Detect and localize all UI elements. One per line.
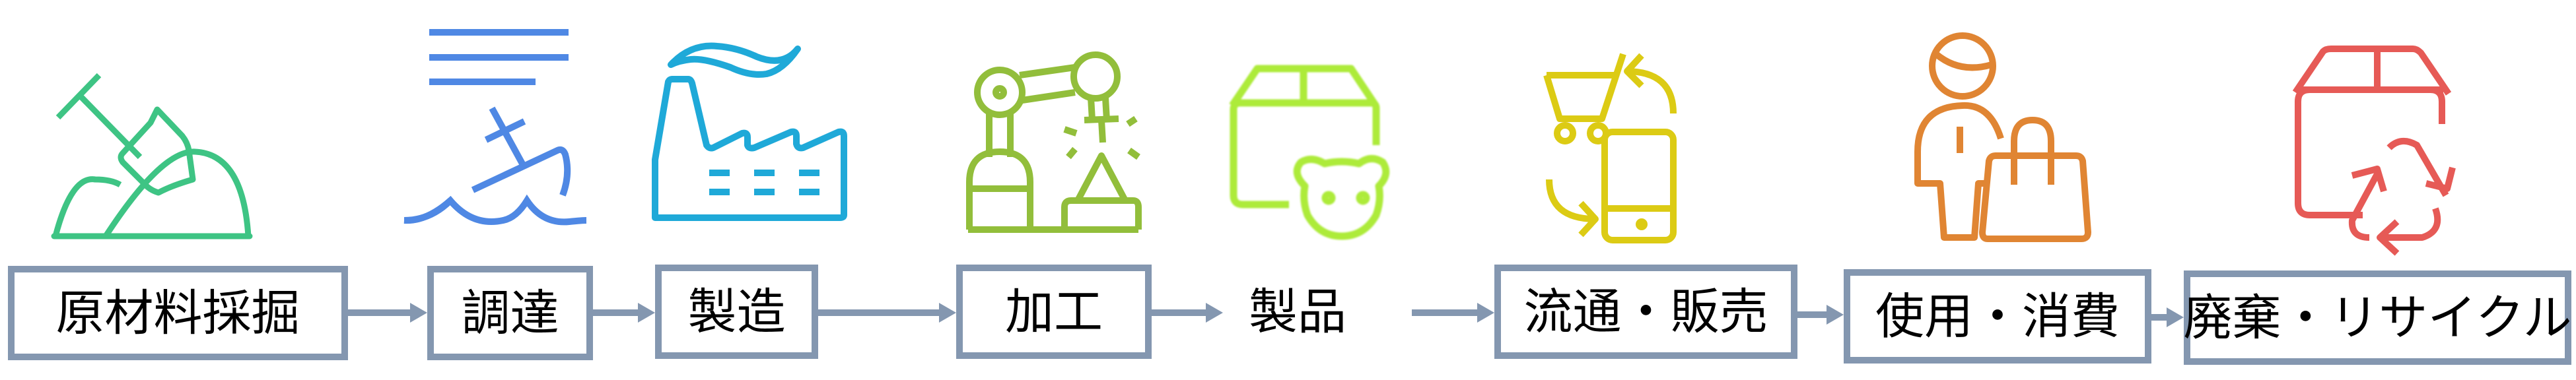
stage-processing-label: 加工 [1005,283,1103,340]
stage-distribution-box: 流通・販売 [1494,265,1797,359]
factory-icon [651,42,849,221]
stage-distribution-label: 流通・販売 [1523,283,1768,340]
ship-icon [403,29,596,227]
box-recycle-icon [2292,46,2503,256]
flow-arrow-6 [1797,305,1844,325]
stage-consumption-box: 使用・消費 [1844,269,2151,364]
flow-arrow-3 [818,303,956,323]
flow-arrow-7 [2151,307,2184,327]
stage-manufacturing-box: 製造 [655,265,818,359]
stage-procurement-label: 調達 [461,284,559,342]
cart-phone-exchange-icon [1543,51,1725,247]
box-teddy-bear-icon [1226,63,1405,243]
stage-procurement-box: 調達 [427,266,593,360]
stage-raw-material-label: 原材料採掘 [55,284,300,342]
stage-processing-box: 加工 [956,265,1152,359]
stage-product-label-container: 製品 [1235,265,1360,359]
stage-disposal-box: 廃棄・リサイクル [2183,270,2572,365]
stage-product-label: 製品 [1249,283,1346,340]
stage-raw-material-box: 原材料採掘 [8,266,348,360]
stage-consumption-label: 使用・消費 [1875,288,2120,345]
flow-arrow-5 [1412,303,1494,323]
stage-manufacturing-label: 製造 [687,283,786,340]
shovel-mound-icon [51,44,254,243]
flow-arrow-4 [1152,303,1223,323]
stage-disposal-label: 廃棄・リサイクル [2183,289,2572,346]
person-shopping-bag-icon [1914,30,2114,243]
flow-arrow-1 [348,303,427,323]
flow-arrow-2 [593,303,655,323]
robot-arm-icon [965,51,1144,233]
